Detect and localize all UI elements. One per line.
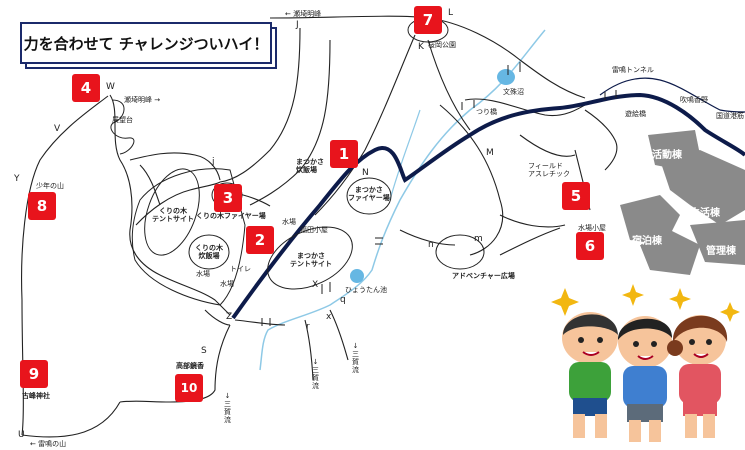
point-W: W bbox=[106, 82, 115, 92]
outer-area bbox=[131, 168, 246, 306]
point-S: S bbox=[201, 346, 207, 356]
river bbox=[259, 29, 546, 371]
label-kurinoki-cook: くりの木 炊飯場 bbox=[195, 244, 223, 261]
badge-7[interactable]: 7 bbox=[414, 6, 442, 34]
label-adventure: アドベンチャー広場 bbox=[452, 272, 515, 280]
point-U: U bbox=[18, 430, 25, 440]
label-mountain: 少年の山 bbox=[36, 182, 64, 190]
point-M: M bbox=[486, 148, 494, 158]
label-top-road: ← 瀬埼明峰 bbox=[285, 10, 322, 18]
label-to-q: ↓ 三 賀 流 bbox=[352, 342, 359, 375]
point-L: L bbox=[448, 8, 454, 18]
kurinoki-tent-outline bbox=[144, 168, 200, 256]
point-Y: Y bbox=[14, 174, 20, 184]
label-w-road: 瀬埼明峰 → bbox=[124, 96, 161, 104]
label-matsukaze-tent: まつかさ テントサイト bbox=[290, 252, 332, 269]
adventure-outline bbox=[435, 234, 485, 270]
label-road-right2: 吹鳴香野 bbox=[680, 96, 708, 104]
point-r: r bbox=[306, 322, 310, 332]
label-hyotan: ひょうたん池 bbox=[345, 286, 387, 294]
building-seikatsu: 生活棟 bbox=[690, 208, 720, 219]
main-road bbox=[231, 92, 745, 320]
badge-1[interactable]: 1 bbox=[330, 140, 358, 168]
label-road-right1: 遊絵橋 bbox=[625, 110, 646, 118]
label-to-r: ↓ 三 賀 流 bbox=[312, 358, 319, 391]
matsukaze-fire-outline bbox=[346, 177, 392, 215]
point-m: m bbox=[474, 234, 483, 244]
label-kyoudou: 高部鏡香 bbox=[176, 362, 204, 370]
main-road-ext bbox=[599, 77, 745, 113]
label-kurinoki-tent: くりの木 テントサイト bbox=[152, 207, 194, 224]
building-kanri: 管理棟 bbox=[706, 246, 736, 257]
badge-6[interactable]: 6 bbox=[576, 232, 604, 260]
label-pond-top: 文殊沼 bbox=[503, 88, 524, 96]
badge-3[interactable]: 3 bbox=[214, 184, 242, 212]
building-shukuhaku: 宿泊棟 bbox=[632, 236, 662, 247]
pond-top bbox=[497, 69, 515, 85]
pond-hyotan bbox=[350, 269, 364, 283]
point-Z: Z bbox=[226, 312, 233, 322]
map-title: 力を合わせて チャレンジついハイ！ bbox=[20, 22, 277, 69]
label-mizuba1: 水場 bbox=[282, 218, 296, 226]
point-q: q bbox=[340, 295, 346, 305]
label-kanri-top: 福田小屋 bbox=[300, 226, 328, 234]
label-park: 桜岡公園 bbox=[428, 41, 456, 49]
label-mizuba2: 水場 bbox=[196, 270, 210, 278]
point-x: x bbox=[326, 312, 332, 322]
building-complex bbox=[620, 130, 745, 275]
label-tenbodai: 展望台 bbox=[112, 116, 133, 124]
label-shrine: 古峰神社 bbox=[22, 392, 50, 400]
label-toilet: トイレ bbox=[230, 265, 251, 273]
winding-trail bbox=[110, 99, 135, 155]
point-V: V bbox=[54, 124, 61, 134]
label-matsukaze-cook: まつかさ 炊飯場 bbox=[296, 158, 324, 175]
label-tsuribashi: つり橋 bbox=[476, 108, 497, 116]
badge-5[interactable]: 5 bbox=[562, 182, 590, 210]
point-j: j bbox=[212, 157, 215, 167]
label-matsukaze-fire: まつかさ ファイヤー場 bbox=[348, 186, 390, 203]
label-to-s: ↓ 三 賀 流 bbox=[224, 392, 231, 425]
label-mizuba4: 水場小屋 bbox=[578, 224, 606, 232]
label-field-athletic: フィールド アスレチック bbox=[528, 162, 570, 179]
label-bottom-u: ← 雷鳴の山 bbox=[30, 440, 67, 448]
point-J: J bbox=[296, 20, 299, 30]
badge-2[interactable]: 2 bbox=[246, 226, 274, 254]
point-N: N bbox=[362, 168, 369, 178]
badge-8[interactable]: 8 bbox=[28, 192, 56, 220]
matsukaze-tent-outline bbox=[267, 226, 353, 290]
label-kurinoki-fire: くりの木ファイヤー場 bbox=[196, 212, 266, 220]
badge-9[interactable]: 9 bbox=[20, 360, 48, 388]
point-n: n bbox=[428, 240, 434, 250]
point-K: K bbox=[418, 42, 424, 52]
point-X: X bbox=[312, 280, 319, 290]
river-branch bbox=[389, 109, 421, 201]
badge-4[interactable]: 4 bbox=[72, 74, 100, 102]
building-katsudo: 活動棟 bbox=[652, 150, 682, 161]
label-mizuba3: 水場 bbox=[220, 280, 234, 288]
children-illustration bbox=[551, 284, 740, 442]
label-tunnel: 雷鳴トンネル bbox=[612, 66, 654, 74]
badge-10[interactable]: 10 bbox=[175, 374, 203, 402]
label-road-right3: 国道港筋 bbox=[716, 112, 744, 120]
kurinoki-cook-outline bbox=[188, 234, 230, 270]
